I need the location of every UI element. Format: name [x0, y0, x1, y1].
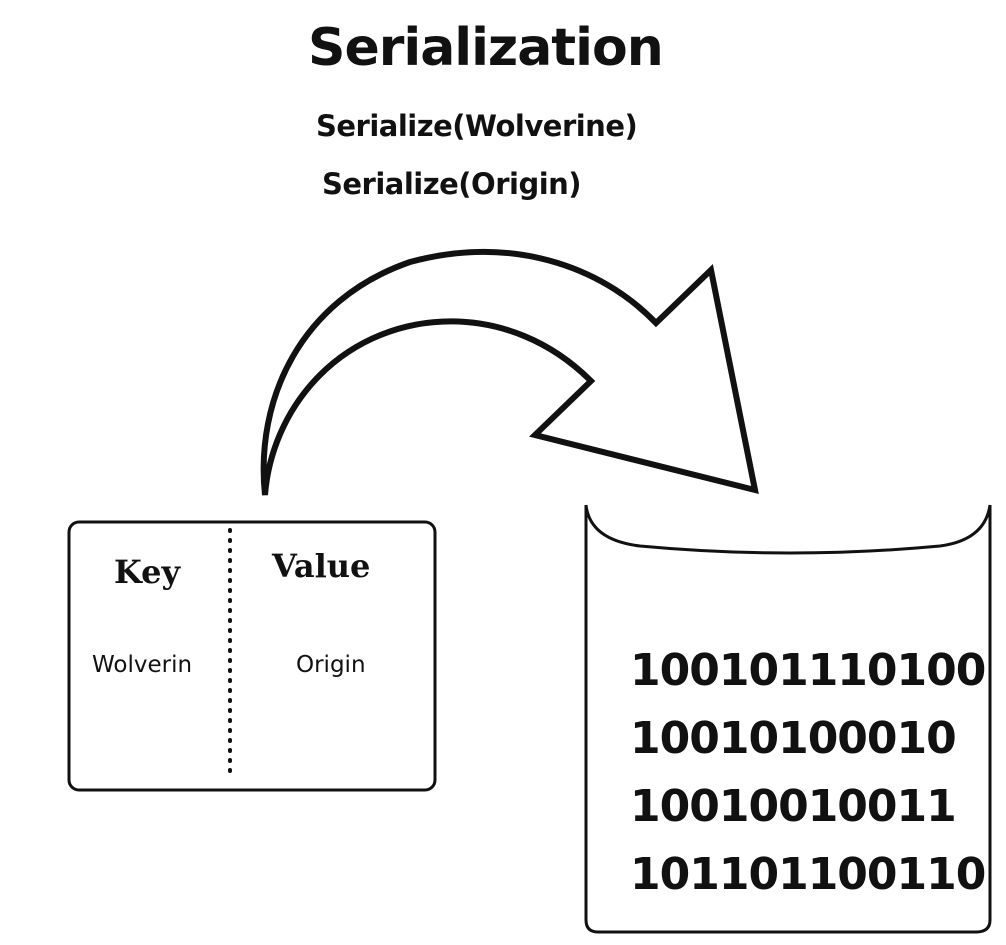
diagram-title: Serialization [308, 18, 664, 78]
value-header: Value [272, 547, 371, 585]
binary-data: 100101110100 10010100010 10010010011 101… [630, 637, 986, 909]
binary-line: 10010010011 [630, 781, 957, 832]
curved-arrow-icon [260, 249, 759, 496]
storage-drum-top [584, 504, 992, 555]
binary-line: 100101110100 [630, 645, 986, 696]
key-cell: Wolverin [92, 652, 193, 678]
serialize-call-origin: Serialize(Origin) [322, 167, 582, 201]
binary-line: 10010100010 [630, 713, 957, 764]
binary-line: 101101100110 [630, 849, 986, 900]
serialize-call-wolverine: Serialize(Wolverine) [316, 109, 638, 143]
key-header: Key [114, 553, 181, 591]
value-cell: Origin [296, 652, 366, 678]
storage-drum [584, 505, 992, 934]
key-value-card [67, 520, 437, 792]
